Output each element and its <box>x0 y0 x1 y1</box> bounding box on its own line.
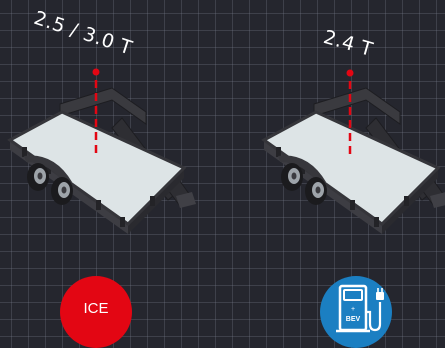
marker-left <box>92 68 100 158</box>
trailer-left <box>8 86 198 236</box>
marker-right <box>346 69 354 158</box>
bev-badge: + BEV <box>320 276 392 348</box>
charger-bev-label: BEV <box>346 316 361 323</box>
ice-badge: ICE <box>60 276 132 348</box>
ice-badge-label: ICE <box>83 300 109 317</box>
charger-plus-label: + <box>351 306 355 313</box>
trailer-comparison-diagram <box>8 68 445 236</box>
trailer-right <box>262 86 445 236</box>
ev-charger-icon: + BEV <box>336 284 384 333</box>
